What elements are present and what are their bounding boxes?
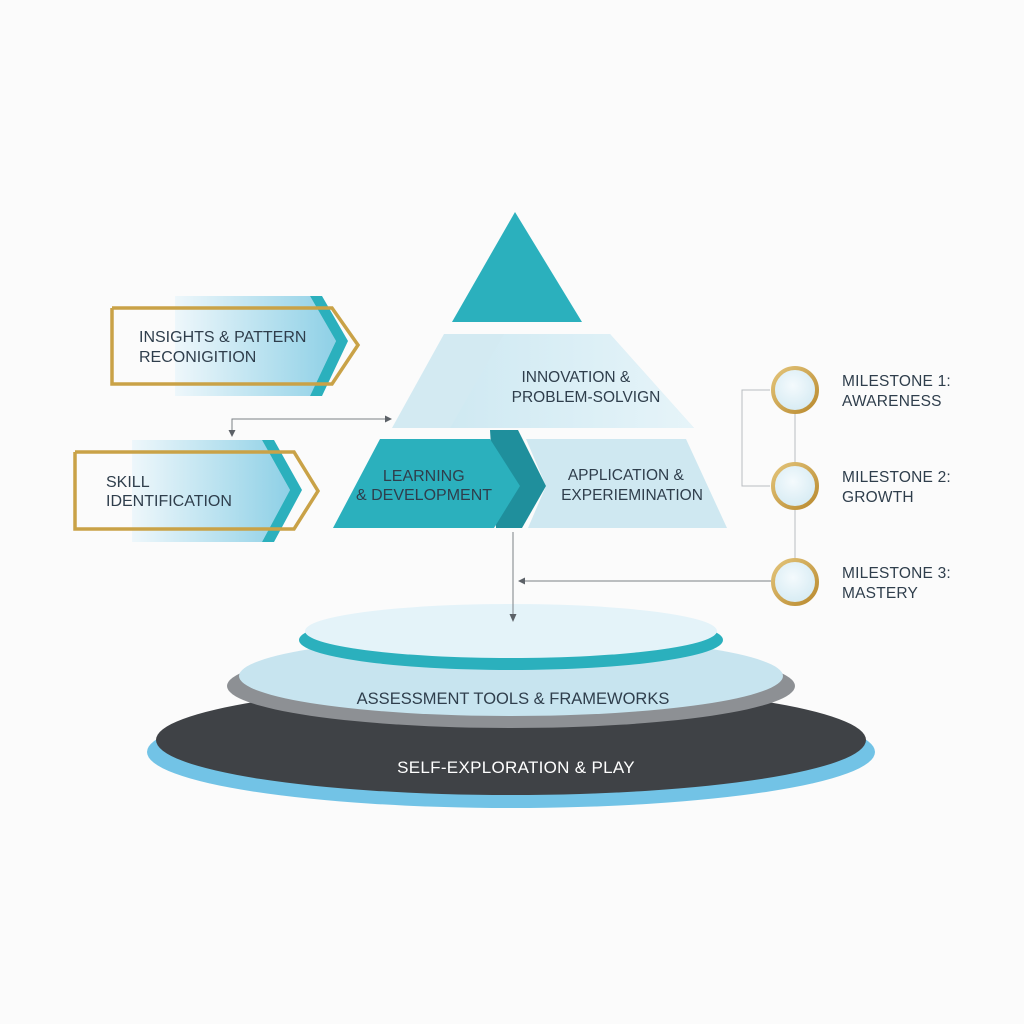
innovation-panel	[450, 334, 694, 428]
skill-arrow-edge	[262, 440, 302, 542]
learning-panel	[333, 439, 520, 528]
milestone-bracket	[741, 389, 770, 487]
application-label: APPLICATION & EXPERIEMINATION	[561, 467, 703, 504]
innovation-label: INNOVATION & PROBLEM-SOLVIGN	[512, 369, 661, 406]
insights-arrow-edge	[310, 296, 348, 396]
milestone-2-label: MILESTONE 2: GROWTH	[842, 469, 955, 506]
insights-arrow: INSIGHTS & PATTERN RECONIGITION	[110, 296, 361, 396]
base-label: SELF-EXPLORATION & PLAY	[397, 758, 635, 777]
skill-arrow-bg	[132, 440, 290, 542]
assessment-label: ASSESSMENT TOOLS & FRAMEWORKS	[357, 690, 670, 708]
pyramid-apex	[452, 212, 582, 322]
mastery-connector-arrowhead	[518, 577, 525, 585]
milestone-1-label: MILESTONE 1: AWARENESS	[842, 373, 955, 410]
insights-arrow-bg	[175, 296, 336, 396]
milestone-2-circle	[771, 462, 819, 510]
left-connector	[231, 418, 388, 432]
application-panel	[526, 439, 727, 528]
connectors	[228, 389, 796, 622]
insights-label: INSIGHTS & PATTERN RECONIGITION	[139, 329, 311, 366]
milestone-3-circle	[771, 558, 819, 606]
left-connector-arrowhead-right	[385, 415, 392, 423]
milestone-1-circle	[771, 366, 819, 414]
left-connector-arrowhead-down	[228, 430, 236, 437]
top-disk	[305, 604, 717, 658]
milestone-3: MILESTONE 3: MASTERY	[771, 558, 955, 606]
milestone-2: MILESTONE 2: GROWTH	[771, 462, 955, 510]
milestone-1: MILESTONE 1: AWARENESS	[771, 366, 955, 414]
pyramid: INNOVATION & PROBLEM-SOLVIGN APPLICATION…	[333, 212, 727, 528]
down-connector-arrowhead	[509, 614, 517, 622]
platform: SELF-EXPLORATION & PLAY ASSESSMENT TOOLS…	[147, 604, 875, 808]
insights-arrow-frame	[110, 306, 361, 386]
learning-label: LEARNING & DEVELOPMENT	[356, 468, 492, 504]
skill-arrow-frame	[73, 450, 321, 531]
milestones: MILESTONE 1: AWARENESS MILESTONE 2: GROW…	[771, 366, 955, 606]
skill-arrow: SKILL IDENTIFICATION	[73, 440, 321, 542]
skill-label: SKILL IDENTIFICATION	[106, 474, 232, 510]
milestone-3-label: MILESTONE 3: MASTERY	[842, 565, 955, 602]
